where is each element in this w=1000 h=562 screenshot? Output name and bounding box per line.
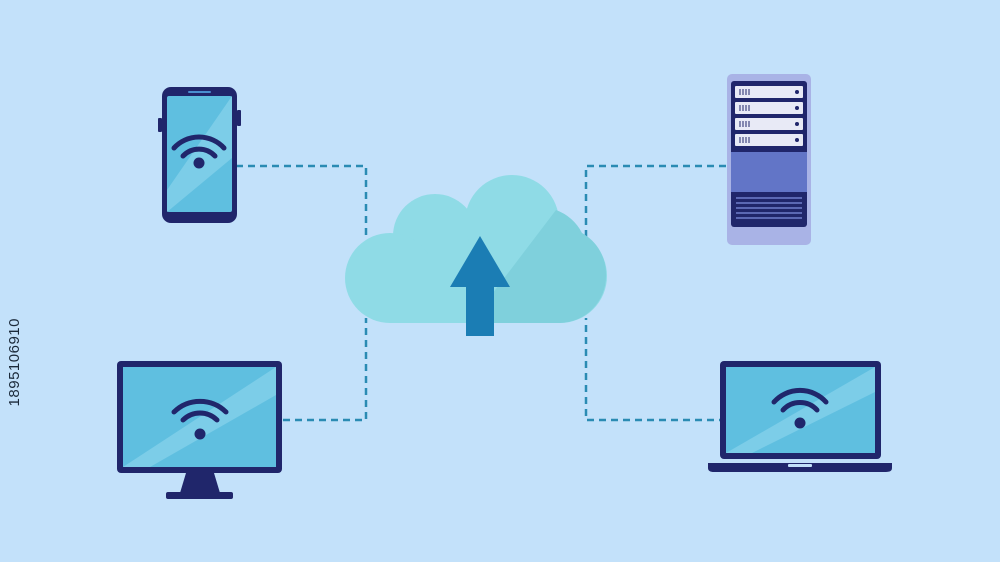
server-grille: [736, 197, 802, 219]
laptop-base: [708, 463, 892, 472]
server-icon: [727, 74, 811, 245]
wifi-icon: [171, 398, 229, 440]
laptop-trackpad-notch: [788, 464, 812, 467]
smartphone-side-button: [158, 118, 162, 132]
server-drive-bay: [735, 86, 803, 98]
server-drive-bay: [735, 134, 803, 146]
laptop-icon: [708, 361, 892, 472]
cloud-shade: [470, 210, 607, 323]
smartphone-side-button: [237, 110, 241, 126]
smartphone-screen-glare: [167, 96, 232, 212]
stock-image-id: 1895106910: [6, 318, 23, 407]
server-bay-vents: [739, 89, 750, 143]
monitor-stand: [180, 473, 220, 493]
connector-laptop: [584, 318, 726, 422]
connector-smartphone: [236, 164, 368, 240]
server-front-panel: [731, 152, 807, 192]
upload-arrow-icon: [450, 236, 510, 336]
server-drive-bay: [735, 102, 803, 114]
connectors: [236, 164, 726, 422]
smartphone-speaker: [188, 91, 211, 93]
server-status-lights: [795, 90, 799, 142]
monitor-base: [166, 492, 233, 499]
connector-server-tower: [584, 164, 726, 240]
wifi-icon: [171, 134, 227, 169]
smartphone-icon: [158, 87, 241, 223]
cloud-upload-icon: [345, 175, 607, 336]
laptop-screen-glare: [726, 367, 875, 453]
monitor-screen-glare: [123, 367, 276, 467]
wifi-icon: [771, 387, 829, 429]
monitor-icon: [117, 361, 282, 499]
server-drive-bay: [735, 118, 803, 130]
connector-desktop-monitor: [283, 318, 368, 422]
